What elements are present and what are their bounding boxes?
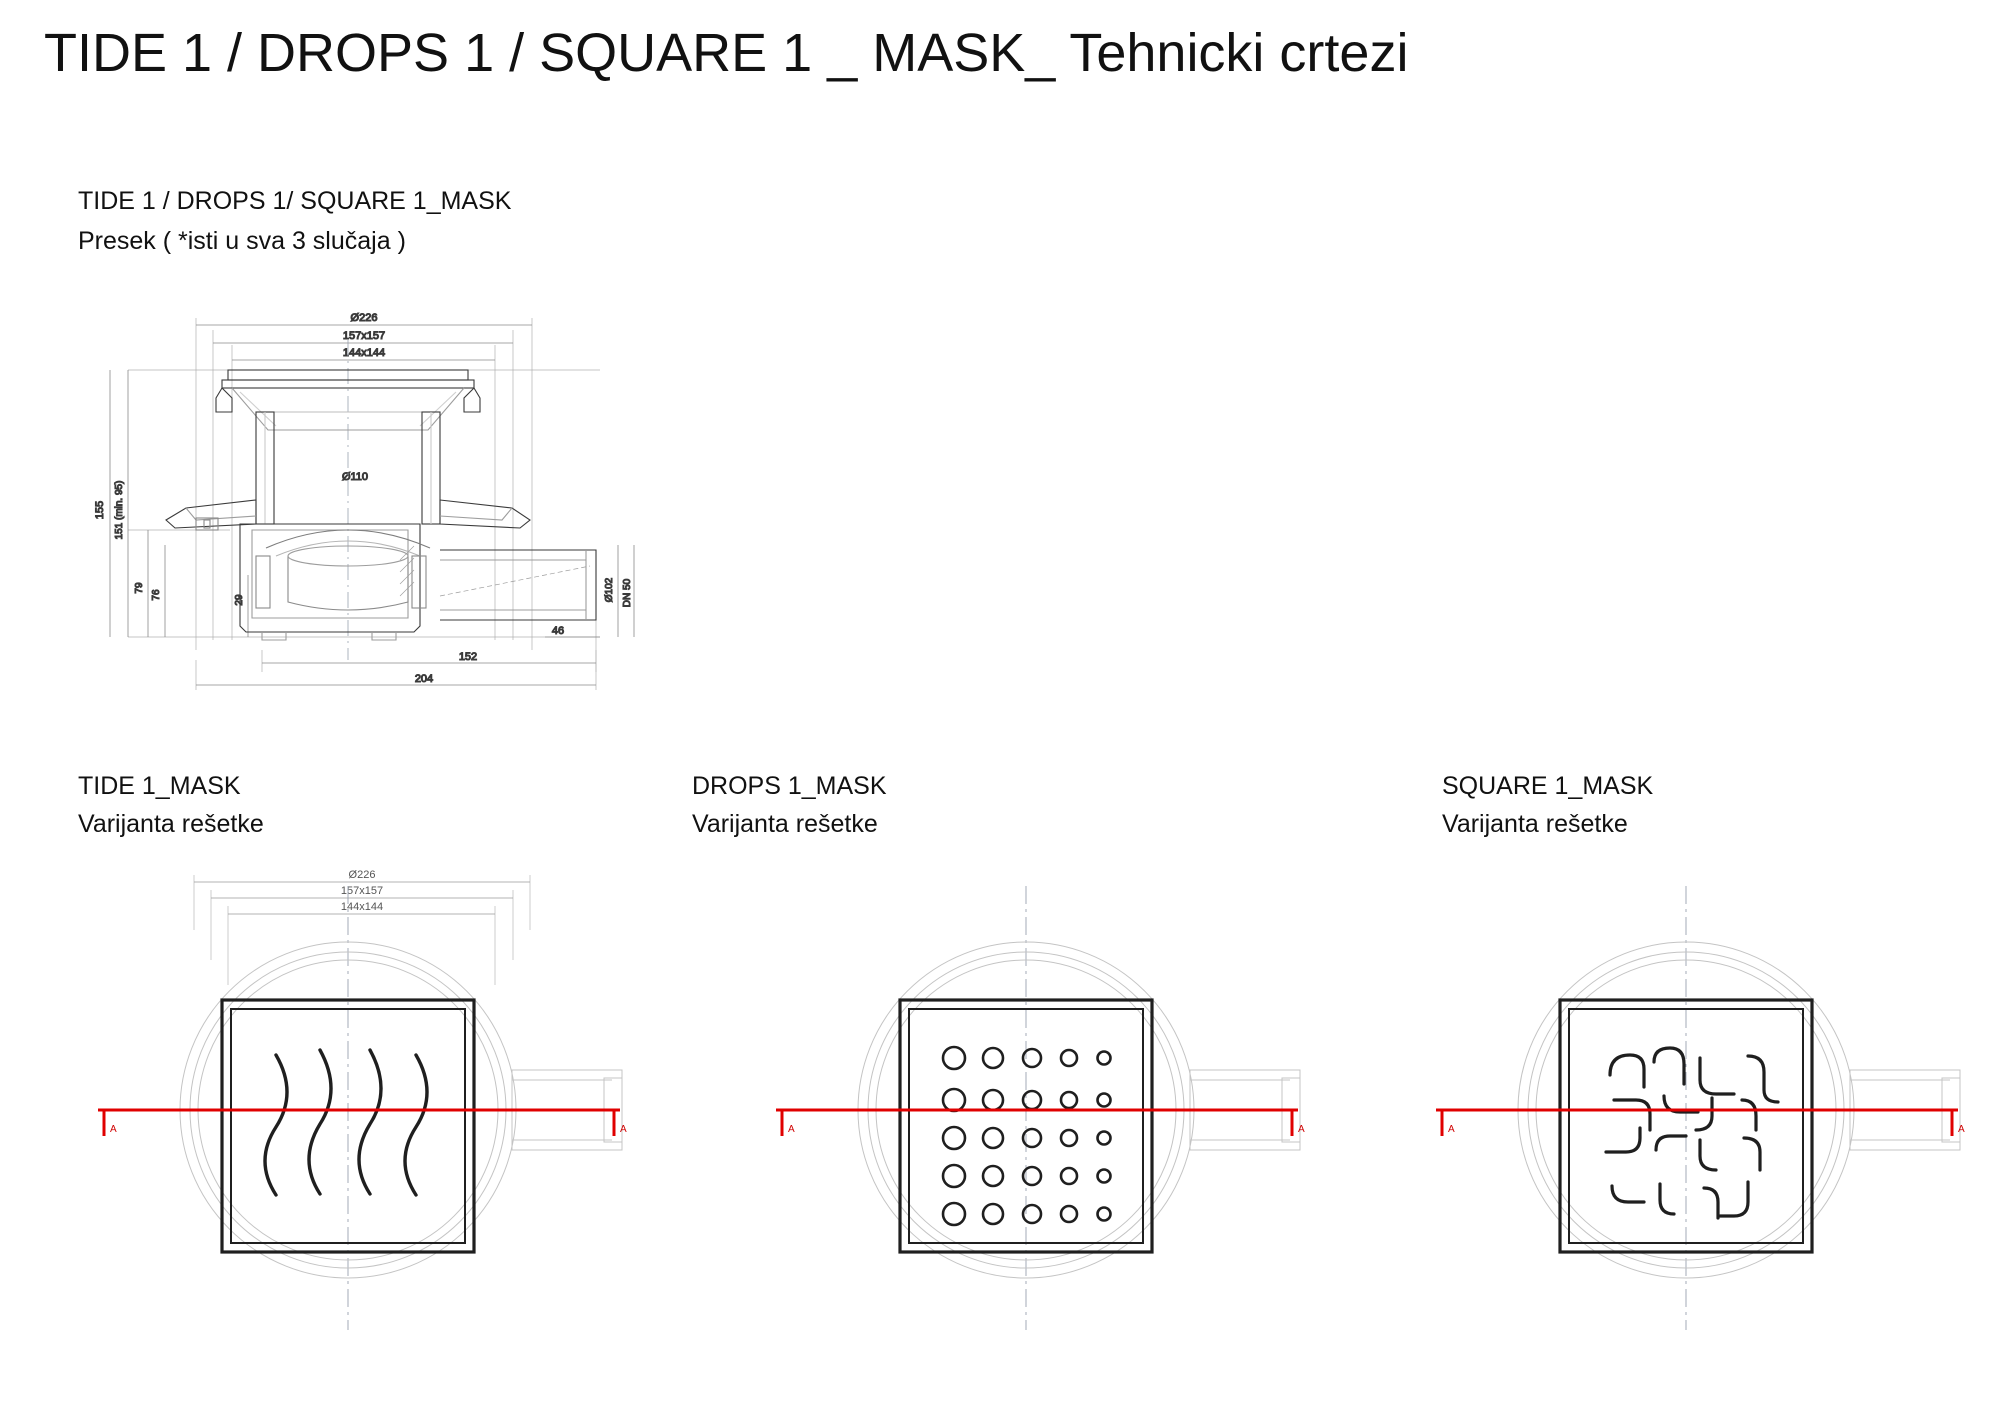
dim-outlet-label: DN 50: [622, 578, 633, 607]
variant-subtitle-drops: Varijanta rešetke: [692, 810, 878, 838]
dim-height-79: 79: [134, 582, 145, 594]
variant-title-square: SQUARE 1_MASK: [1442, 772, 1654, 800]
dim-height-total: 155: [94, 501, 106, 519]
grate-pattern-dots: [941, 1045, 1112, 1227]
section-body: [165, 369, 597, 641]
section-cut-line-square: A A: [1436, 1108, 1965, 1136]
grate-pattern-brackets: [1604, 1046, 1780, 1220]
dim-pipe-diameter: Ø110: [342, 471, 368, 483]
dim-len-152: 152: [459, 651, 477, 663]
variant-title-drops: DROPS 1_MASK: [692, 772, 887, 800]
variant-subtitle-tide: Varijanta rešetke: [78, 810, 264, 838]
plan-view-tide: Ø226 157x157 144x144: [98, 869, 627, 1330]
dim-frame-inner: 144x144: [343, 347, 385, 359]
section-title-line2: Presek ( *isti u sva 3 slučaja ): [78, 227, 406, 255]
dim-frame-outer: 157x157: [343, 330, 385, 342]
dim-len-204: 204: [415, 673, 433, 685]
dim-outlet-size: Ø102: [604, 577, 615, 602]
plan-dim-outer-diameter: Ø226: [349, 869, 376, 881]
section-cut-line-tide: A A: [98, 1108, 627, 1136]
section-mark-a-right-drops: A: [1298, 1124, 1305, 1135]
section-title-line1: TIDE 1 / DROPS 1/ SQUARE 1_MASK: [78, 187, 512, 215]
plan-dim-frame-inner: 144x144: [341, 901, 383, 913]
grate-pattern-waves: [263, 1048, 429, 1197]
variant-subtitle-square: Varijanta rešetke: [1442, 810, 1628, 838]
dim-height-29: 29: [234, 594, 245, 606]
dim-outer-diameter: Ø226: [351, 312, 378, 324]
dim-len-46: 46: [552, 625, 564, 637]
section-mark-a-right-square: A: [1958, 1124, 1965, 1135]
section-mark-a-right: A: [620, 1124, 627, 1135]
section-mark-a-left-square: A: [1448, 1124, 1455, 1135]
variant-title-tide: TIDE 1_MASK: [78, 772, 241, 800]
dim-height-min: 151 (min. 95): [114, 481, 125, 540]
section-mark-a-left: A: [110, 1124, 117, 1135]
plan-view-drops: A A: [776, 886, 1305, 1330]
dim-height-76: 76: [151, 589, 162, 601]
section-drawing: Ø226 157x157 144x144 Ø110 155 151 (min. …: [93, 311, 635, 690]
plan-dim-frame-outer: 157x157: [341, 885, 383, 897]
plan-view-square: A A: [1436, 886, 1965, 1330]
section-cut-line-drops: A A: [776, 1108, 1305, 1136]
section-mark-a-left-drops: A: [788, 1124, 795, 1135]
page-title: TIDE 1 / DROPS 1 / SQUARE 1 _ MASK_ Tehn…: [44, 23, 1409, 83]
